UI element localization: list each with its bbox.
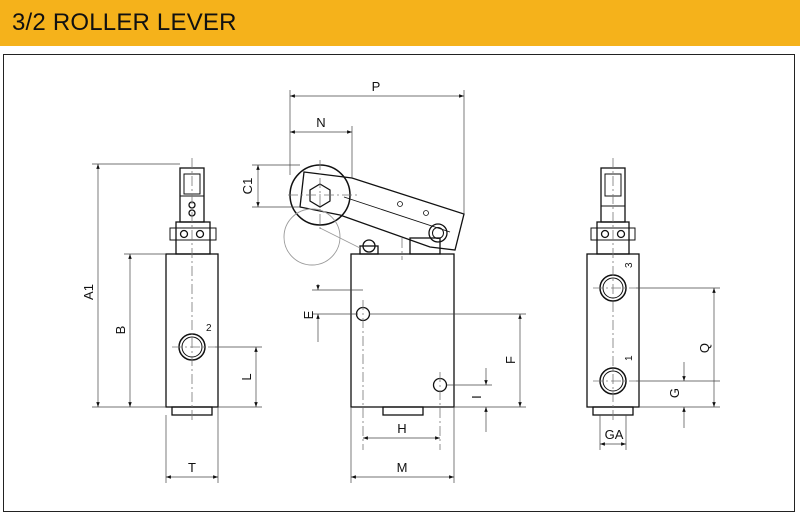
dim-label-p: P [372, 79, 381, 94]
dim-label-g: G [667, 388, 682, 398]
dim-label-f: F [503, 356, 518, 364]
middle-view-centerlines [288, 160, 441, 450]
right-bottom-port-label: 1 [624, 355, 635, 361]
dim-label-b: B [113, 326, 128, 335]
page-title: 3/2 ROLLER LEVER [12, 9, 237, 36]
dim-label-h: H [397, 421, 406, 436]
middle-valve-base [382, 406, 424, 416]
dim-label-n: N [316, 115, 325, 130]
dim-label-m: M [397, 460, 408, 475]
ghost-roller [283, 208, 361, 266]
right-top-port-label: 3 [624, 262, 635, 268]
lever-pivot [428, 223, 448, 243]
middle-valve-body [350, 253, 455, 408]
left-view-centerlines [172, 158, 215, 420]
dim-label-c1: C1 [240, 178, 255, 195]
dim-label-q: Q [697, 343, 712, 353]
lever-arm [299, 171, 465, 251]
middle-dimensions [252, 90, 526, 483]
dim-label-ga: GA [605, 427, 624, 442]
title-banner: 3/2 ROLLER LEVER [0, 0, 800, 46]
dim-label-l: L [239, 373, 254, 380]
left-neck [175, 221, 211, 255]
dim-label-t: T [188, 460, 196, 475]
right-dimensions [599, 287, 720, 450]
dim-label-e: E [301, 310, 316, 319]
drawing-frame [3, 54, 795, 512]
dim-label-i: I [469, 395, 484, 399]
left-port-label: 2 [206, 323, 212, 334]
right-view-centerlines [593, 158, 636, 420]
left-dimensions [92, 163, 262, 483]
dim-label-a1: A1 [81, 284, 96, 300]
right-valve-body [586, 253, 640, 408]
